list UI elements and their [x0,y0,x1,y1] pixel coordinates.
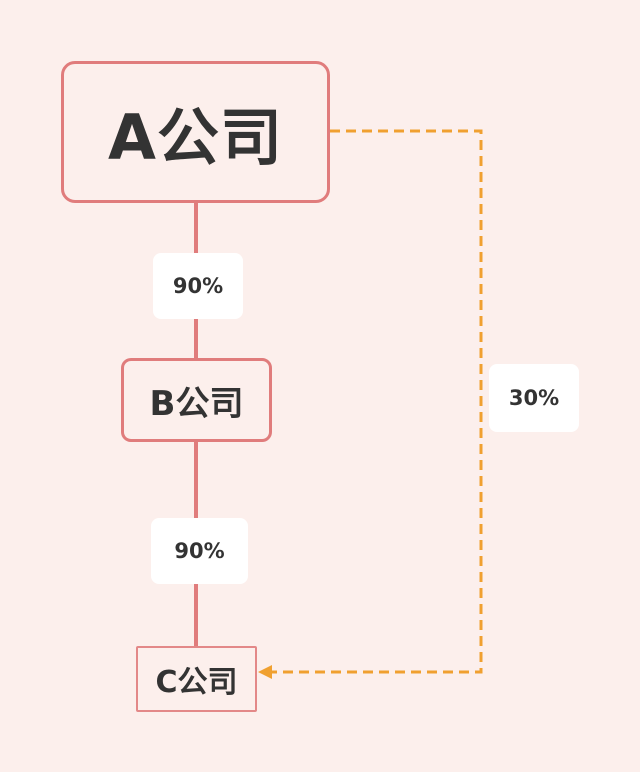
edge-a-to-c-percentage-text: 30% [508,386,560,410]
arrowhead-icon [258,665,272,679]
node-company-a: A公司 [61,61,330,203]
node-company-b: B公司 [121,358,272,442]
edge-a-to-c-percentage: 30% [489,364,579,432]
edge-b-to-c-percentage-text: 90% [174,539,225,563]
edge-a-to-c-dashed-line [269,129,483,674]
node-company-c-label: C公司 [155,665,238,700]
edge-a-to-b-percentage-text: 90% [172,274,224,298]
node-company-a-label: A公司 [108,101,283,174]
edge-a-to-b-percentage: 90% [153,253,243,319]
edge-b-to-c-percentage: 90% [151,518,248,584]
node-company-c: C公司 [136,646,257,712]
node-company-b-label: B公司 [149,383,244,424]
